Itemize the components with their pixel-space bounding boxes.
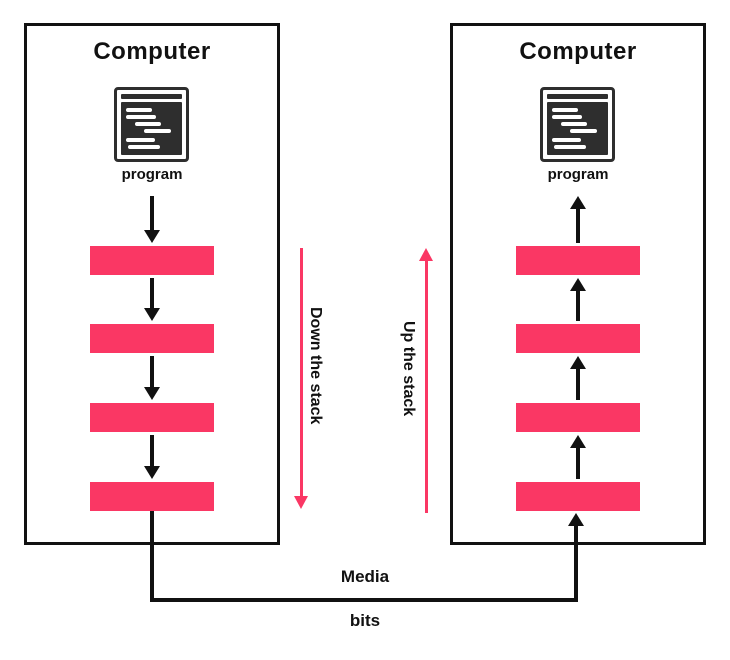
program-icon-titlebar: [547, 94, 608, 99]
program-window-icon: [540, 87, 615, 162]
program-window-icon: [114, 87, 189, 162]
media-label: Media: [340, 567, 390, 586]
protocol-layer-bar: [90, 403, 214, 432]
up-the-stack-label: Up the stack: [400, 321, 417, 417]
program-icon-code-lines: [121, 102, 182, 155]
protocol-layer-bar: [516, 246, 640, 275]
down-arrow-icon: [144, 278, 160, 321]
protocol-layer-bar: [90, 324, 214, 353]
bits-label: bits: [349, 611, 381, 630]
media-line-horizontal-segment: [150, 598, 578, 602]
up-the-stack-arrow-icon: [419, 248, 433, 513]
up-arrow-icon: [570, 196, 586, 243]
protocol-layer-bar: [90, 482, 214, 511]
computer-title: Computer: [519, 38, 637, 65]
protocol-layer-bar: [516, 324, 640, 353]
protocol-layer-bar: [516, 482, 640, 511]
down-arrow-icon: [144, 435, 160, 479]
down-the-stack-label: Down the stack: [307, 307, 324, 425]
program-icon-titlebar: [121, 94, 182, 99]
protocol-layer-bar: [90, 246, 214, 275]
media-line-left-segment: [150, 511, 154, 602]
computer-title: Computer: [93, 38, 211, 65]
program-icon-code-lines: [547, 102, 608, 155]
computer-box-right: Computer program: [450, 23, 706, 545]
media-line-up-arrow-icon: [568, 513, 584, 602]
up-arrow-icon: [570, 278, 586, 321]
program-label: program: [121, 166, 183, 183]
down-the-stack-arrow-icon: [294, 248, 308, 509]
down-arrow-icon: [144, 356, 160, 400]
up-arrow-icon: [570, 356, 586, 400]
protocol-layer-bar: [516, 403, 640, 432]
computer-box-left: Computer program: [24, 23, 280, 545]
down-arrow-icon: [144, 196, 160, 243]
program-label: program: [547, 166, 609, 183]
up-arrow-icon: [570, 435, 586, 479]
